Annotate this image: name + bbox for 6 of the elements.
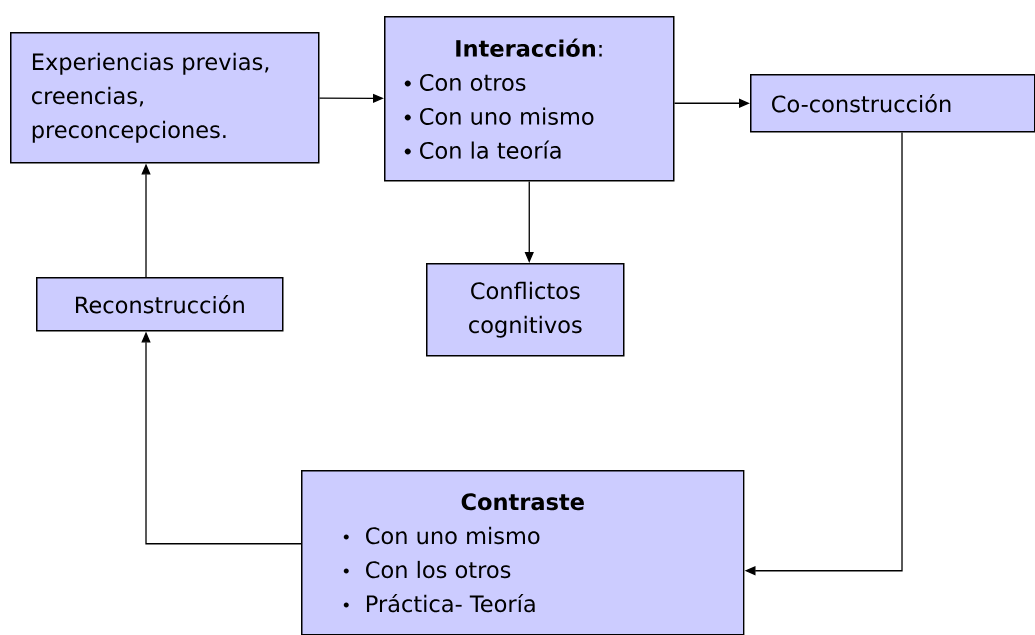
process-box: Experiencias previas, creencias, preconcepciones. [10, 32, 320, 164]
process-box: Reconstrucción [36, 277, 284, 332]
process-box: Interacción: Con otros Con uno mismo Con la teoría [384, 16, 675, 182]
process-box: Conflictos cognitivos [426, 263, 625, 357]
process-box: Co-construcción [750, 74, 1035, 133]
process-box: Contraste Con uno mismo Con los otros Práctica- Teoría [301, 470, 745, 635]
